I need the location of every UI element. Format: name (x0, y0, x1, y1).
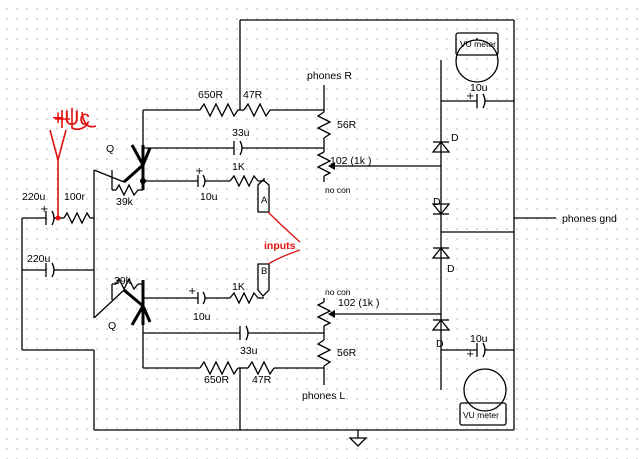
label-d1: D (451, 132, 459, 144)
label-d2: D (433, 196, 441, 208)
label-r-39k-top: 39k (116, 196, 134, 208)
polarity-plus-bottom: + (188, 286, 196, 297)
frame-wires (94, 19, 556, 431)
label-c-10u-vu-top: 10u (470, 82, 488, 94)
label-vu-meter-top: VU meter (460, 39, 496, 49)
label-r-100r: 100r (64, 191, 86, 203)
label-q-top: Q (106, 143, 114, 155)
label-r-1k-top: 1K (232, 161, 245, 173)
label-r-1k-bottom: 1K (232, 281, 245, 293)
label-r-56r-bottom: 56R (337, 347, 357, 359)
polarity-plus-vu-bottom: + (466, 349, 474, 360)
label-phones-l: phones L (302, 390, 345, 402)
polarity-plus-vu-top: + (466, 91, 474, 102)
label-no-con-top: no con (325, 185, 351, 195)
polarity-plus-c1: + (40, 204, 48, 215)
label-r-650r-top: 650R (198, 89, 224, 101)
vu-meter-bottom-dial (463, 368, 507, 412)
label-c-220u-top: 220u (22, 191, 46, 203)
diode-d4 (431, 318, 451, 331)
label-pot-bottom: 102 (1k ) (338, 297, 379, 309)
diode-bridge (431, 140, 451, 331)
label-r-650r-bottom: 650R (204, 374, 230, 386)
label-r-56r-top: 56R (337, 119, 357, 131)
label-c-220u-bottom: 220u (27, 253, 51, 265)
label-no-con-bottom: no con (325, 287, 351, 297)
labels: phones R phones L phones gnd VU meter VU… (22, 39, 617, 420)
label-vu-meter-bottom: VU meter (463, 410, 499, 420)
label-inputs: inputs (264, 240, 296, 252)
diode-d2 (431, 203, 451, 216)
label-r-47r-top: 47R (243, 89, 263, 101)
label-c-33u-top: 33u (232, 127, 250, 139)
label-d4: D (436, 338, 444, 350)
input-stage (21, 210, 368, 447)
label-phones-r: phones R (307, 70, 352, 82)
label-c-10u-top: 10u (200, 191, 218, 203)
label-phones-gnd: phones gnd (562, 213, 617, 225)
label-input-a: A (261, 195, 268, 206)
label-d3: D (447, 263, 455, 275)
label-c-10u-vu-bottom: 10u (470, 333, 488, 345)
upper-channel (93, 32, 514, 368)
diode-d3 (431, 246, 451, 259)
label-input-b: B (261, 266, 267, 277)
label-q-bottom: Q (108, 320, 116, 332)
red-annotations (49, 108, 301, 265)
diode-d1 (431, 140, 451, 153)
label-supply: +Uc (52, 107, 90, 130)
lower-channel (93, 262, 514, 430)
label-pot-top: 102 (1k ) (330, 155, 371, 167)
polarity-plus-top: + (195, 166, 203, 177)
label-r-47r-bottom: 47R (252, 374, 272, 386)
label-c-10u-bottom: 10u (193, 311, 211, 323)
label-c-33u-bottom: 33u (240, 345, 258, 357)
label-r-39k-bottom: 39k (114, 275, 132, 287)
